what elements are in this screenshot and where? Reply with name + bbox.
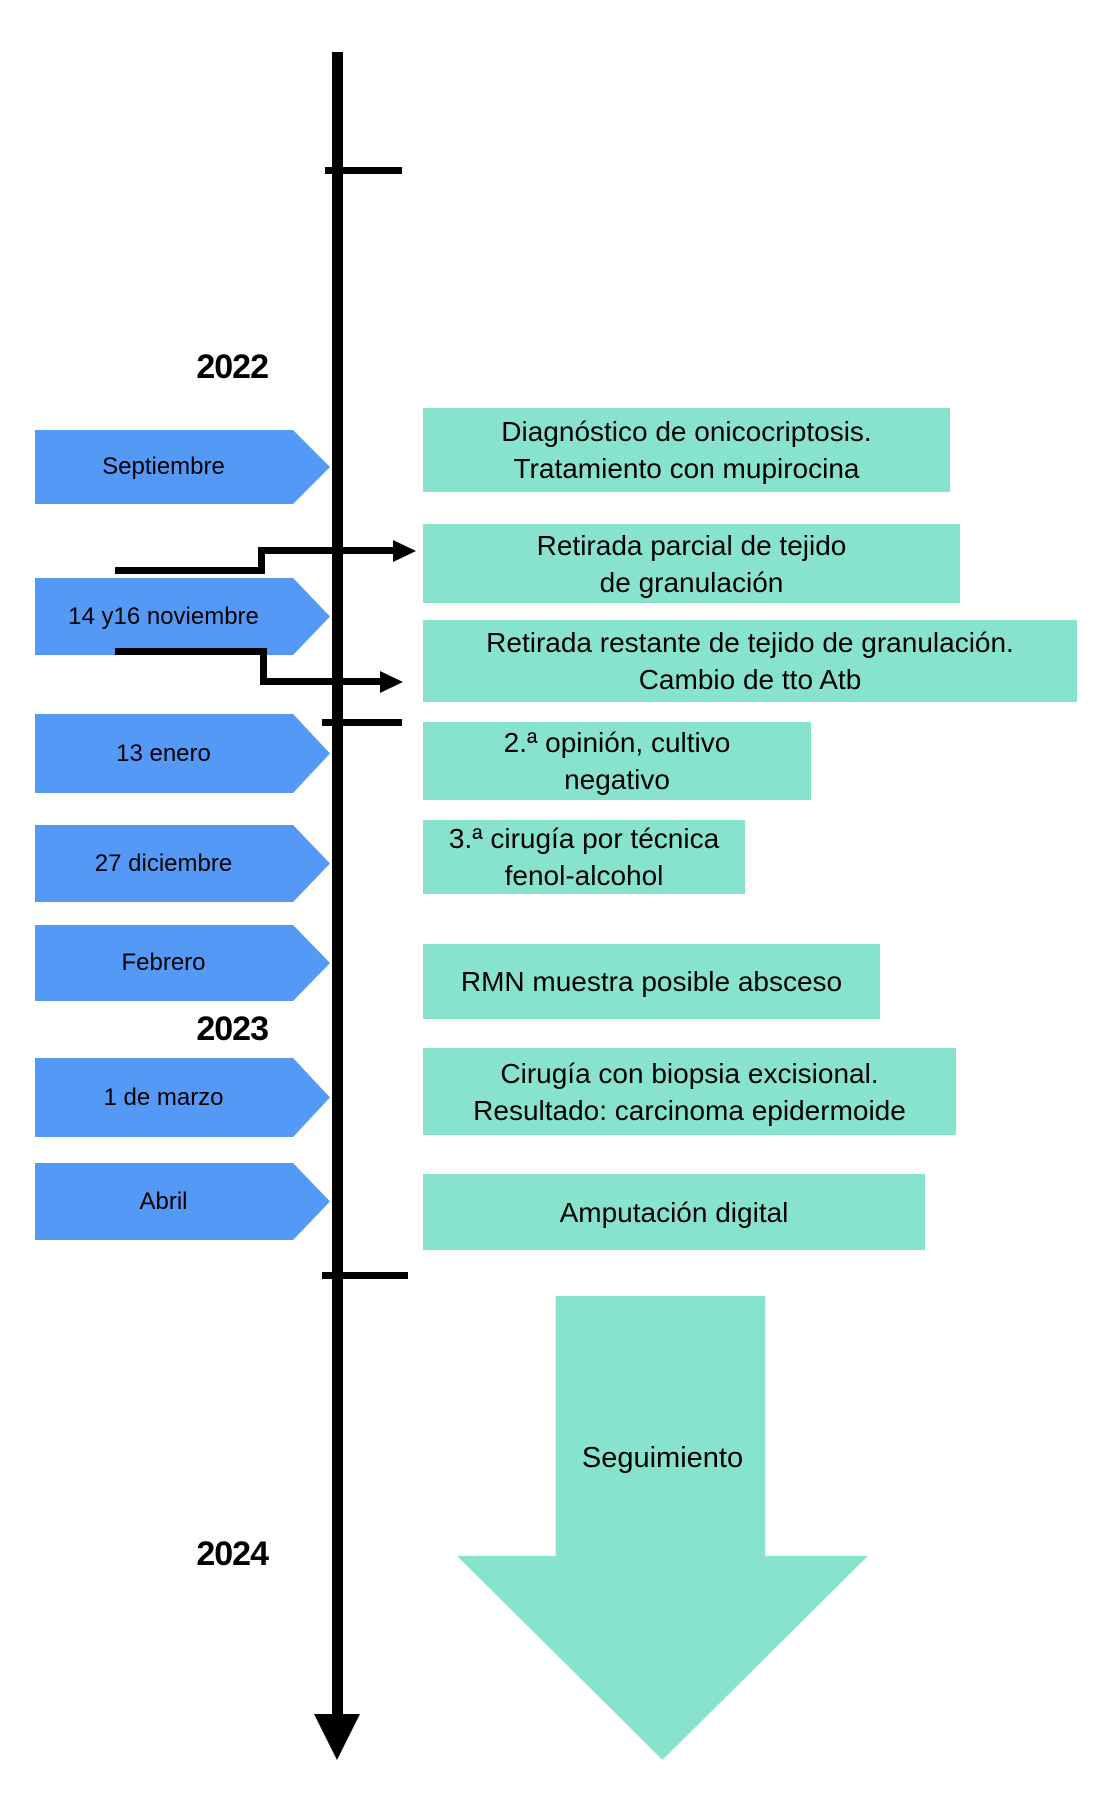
event-box-diagnostico: Diagnóstico de onicocriptosis. Tratamien… [423,408,950,492]
event-line: Retirada parcial de tejido [536,529,847,561]
date-label: 14 y16 noviembre [68,602,259,630]
event-line: Retirada restante de tejido de granulaci… [486,627,1014,658]
event-line: 3.ª cirugía por técnica [448,823,720,854]
date-arrow-27-diciembre: 27 diciembre [35,825,330,902]
event-line: Cirugía con biopsia excisional. [500,1057,879,1089]
connector-lower-step [260,648,267,685]
event-box-segunda-opinion: 2.ª opinión, cultivo negativo [423,722,811,800]
year-label-2023: 2023 [196,1010,269,1048]
date-arrow-abril: Abril [35,1163,330,1240]
timeline-arrow-down-icon [314,1714,360,1760]
connector-upper-segment [258,547,395,554]
date-label: 27 diciembre [94,849,233,877]
connector-lower-segment [260,678,382,685]
connector-lower-arrow-right-icon [380,671,403,693]
year-label-2022: 2022 [196,348,269,386]
date-arrow-1-de-marzo: 1 de marzo [35,1058,330,1137]
event-line: Resultado: carcinoma epidermoide [473,1094,906,1126]
event-line: RMN muestra posible absceso [460,966,843,997]
year-label-2024: 2024 [196,1535,269,1573]
timeline-tick [322,719,402,726]
event-box-tercera-cirugia: 3.ª cirugía por técnica fenol-alcohol [423,820,745,894]
timeline-axis [332,52,343,1717]
event-line: fenol-alcohol [504,860,664,891]
event-line: Amputación digital [559,1196,789,1228]
event-box-amputacion: Amputación digital [423,1174,925,1250]
event-box-retirada-restante: Retirada restante de tejido de granulaci… [423,620,1077,702]
connector-lower-segment [115,648,267,655]
date-arrow-14-16-noviembre: 14 y16 noviembre [35,578,330,655]
event-line: de granulación [599,566,784,598]
event-line: Tratamiento con mupirocina [513,453,860,484]
date-label: 1 de marzo [103,1083,224,1111]
date-label: Abril [139,1187,188,1215]
event-line: Cambio de tto Atb [638,664,862,695]
connector-upper-segment [115,567,265,574]
event-box-rmn-absceso: RMN muestra posible absceso [423,944,880,1019]
followup-label: Seguimiento [581,1442,744,1474]
connector-upper-step [258,547,265,574]
event-line: negativo [564,764,670,795]
connector-upper-arrow-right-icon [393,540,416,562]
date-arrow-13-enero: 13 enero [35,714,330,793]
event-line: 2.ª opinión, cultivo [503,727,731,758]
event-line: Diagnóstico de onicocriptosis. [501,416,872,447]
followup-arrow-down: Seguimiento [457,1296,868,1760]
date-label: Septiembre [102,453,225,480]
timeline-tick [325,167,402,174]
date-label: Febrero [121,949,206,976]
event-box-biopsia-excisional: Cirugía con biopsia excisional. Resultad… [423,1048,956,1135]
event-box-retirada-parcial: Retirada parcial de tejido de granulació… [423,524,960,603]
date-label: 13 enero [116,739,211,767]
date-arrow-febrero: Febrero [35,925,330,1001]
date-arrow-septiembre: Septiembre [35,430,330,504]
timeline-tick [322,1272,408,1279]
